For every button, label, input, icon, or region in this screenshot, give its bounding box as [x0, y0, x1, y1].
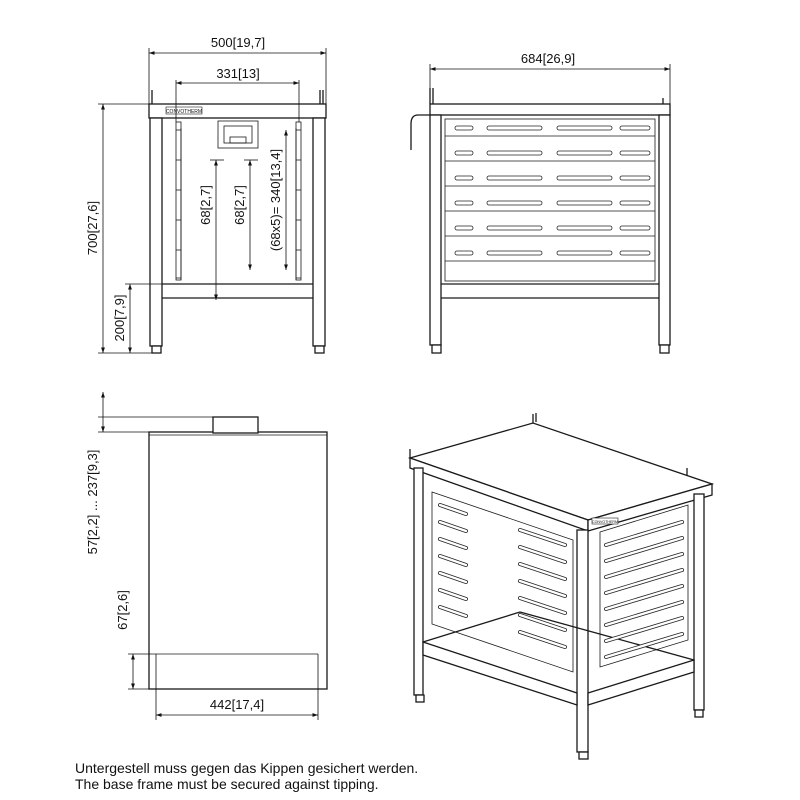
bottom-view: 57[2,2] ... 237[9,3] 67[2,6] 442[17,4] [85, 392, 328, 720]
panel-slot [486, 250, 543, 256]
panel-slot [619, 125, 651, 131]
dim-bottom-width: 442[17,4] [210, 697, 264, 712]
iso-slot [604, 600, 684, 627]
panel-slot [556, 225, 613, 231]
dim-rack-height: (68x5)= 340[13,4] [268, 149, 283, 251]
iso-slot [518, 613, 567, 632]
side-leg-right [658, 114, 671, 346]
iso-slot [604, 584, 684, 611]
iso-slot [604, 616, 684, 643]
front-foot-left [151, 345, 162, 354]
iso-slot [518, 528, 567, 547]
iso-right-panel [599, 504, 689, 668]
iso-slot [604, 552, 684, 579]
panel-slot [619, 250, 651, 256]
dim-bottom-range: 57[2,2] ... 237[9,3] [85, 450, 100, 555]
panel-slot [454, 225, 474, 231]
iso-slot [438, 588, 468, 601]
panel-slot [619, 150, 651, 156]
side-panel-slots [445, 125, 655, 262]
brand-badge-front-text: CONVOTHERM [166, 109, 202, 115]
brand-badge-front [165, 106, 203, 115]
panel-slot [486, 225, 543, 231]
panel-slot [556, 125, 613, 131]
iso-slot [438, 605, 468, 618]
dim-tray-pitch-left: 68[2,7] [198, 185, 213, 225]
panel-slot [486, 175, 543, 181]
bottom-bracket [212, 416, 259, 434]
iso-slot [604, 520, 684, 547]
dim-front-width: 500[19,7] [211, 35, 265, 50]
panel-slot [486, 200, 543, 206]
dim-front-inner-width: 331[13] [216, 66, 259, 81]
panel-slot [486, 125, 543, 131]
panel-slot [454, 200, 474, 206]
dim-bottom-67: 67[2,6] [115, 590, 130, 630]
iso-left-panel [431, 491, 574, 673]
iso-slot [438, 537, 468, 550]
side-top-plate [429, 103, 671, 116]
panel-slot [486, 150, 543, 156]
panel-slot [556, 150, 613, 156]
panel-slot [619, 175, 651, 181]
side-view: 684[26,9] [410, 51, 671, 354]
dim-tray-pitch-right: 68[2,7] [232, 185, 247, 225]
dim-total-height: 700[27,6] [85, 201, 100, 255]
panel-slot [556, 175, 613, 181]
iso-slot [438, 554, 468, 567]
side-foot-left [431, 344, 442, 354]
front-leg-right [312, 117, 326, 347]
dim-side-width: 684[26,9] [521, 51, 575, 66]
iso-slot [518, 579, 567, 598]
panel-slot [454, 150, 474, 156]
panel-slot [556, 250, 613, 256]
panel-slot [454, 125, 474, 131]
iso-leg-front-left [576, 529, 589, 753]
iso-slot [518, 545, 567, 564]
side-panel [444, 118, 656, 282]
rack-ticks [176, 129, 301, 279]
iso-slot [438, 571, 468, 584]
brand-badge-iso-text: CONVOTHERM [592, 520, 618, 524]
iso-slot [438, 503, 468, 516]
panel-slot [619, 225, 651, 231]
note-english: The base frame must be secured against t… [75, 776, 379, 792]
panel-slot [619, 200, 651, 206]
iso-left-panel-slots [438, 503, 567, 649]
iso-leg-front-right [693, 493, 705, 711]
brand-badge-iso [591, 517, 619, 525]
front-view: CONVOTHERM 500[19,7] [85, 35, 327, 354]
isometric-view: CONVOTHERM [407, 413, 715, 760]
iso-slot [518, 596, 567, 615]
front-leg-left [149, 117, 163, 347]
iso-slot [604, 536, 684, 563]
iso-slot [438, 520, 468, 533]
iso-right-panel-slots [604, 520, 684, 659]
dim-shelf-height: 200[7,9] [112, 295, 127, 342]
iso-slot [604, 632, 684, 659]
iso-slot [604, 568, 684, 595]
bottom-body [148, 431, 328, 690]
iso-slot [518, 630, 567, 649]
panel-slot [454, 175, 474, 181]
iso-leg-back-left [413, 467, 424, 696]
side-hook [410, 114, 430, 150]
panel-slot [454, 250, 474, 256]
front-foot-right [314, 345, 325, 354]
front-back-bracket [217, 120, 259, 149]
panel-slot [556, 200, 613, 206]
iso-slot [518, 562, 567, 581]
side-foot-right [659, 344, 670, 354]
note-german: Untergestell muss gegen das Kippen gesic… [75, 760, 419, 776]
side-leg-left [429, 114, 442, 346]
